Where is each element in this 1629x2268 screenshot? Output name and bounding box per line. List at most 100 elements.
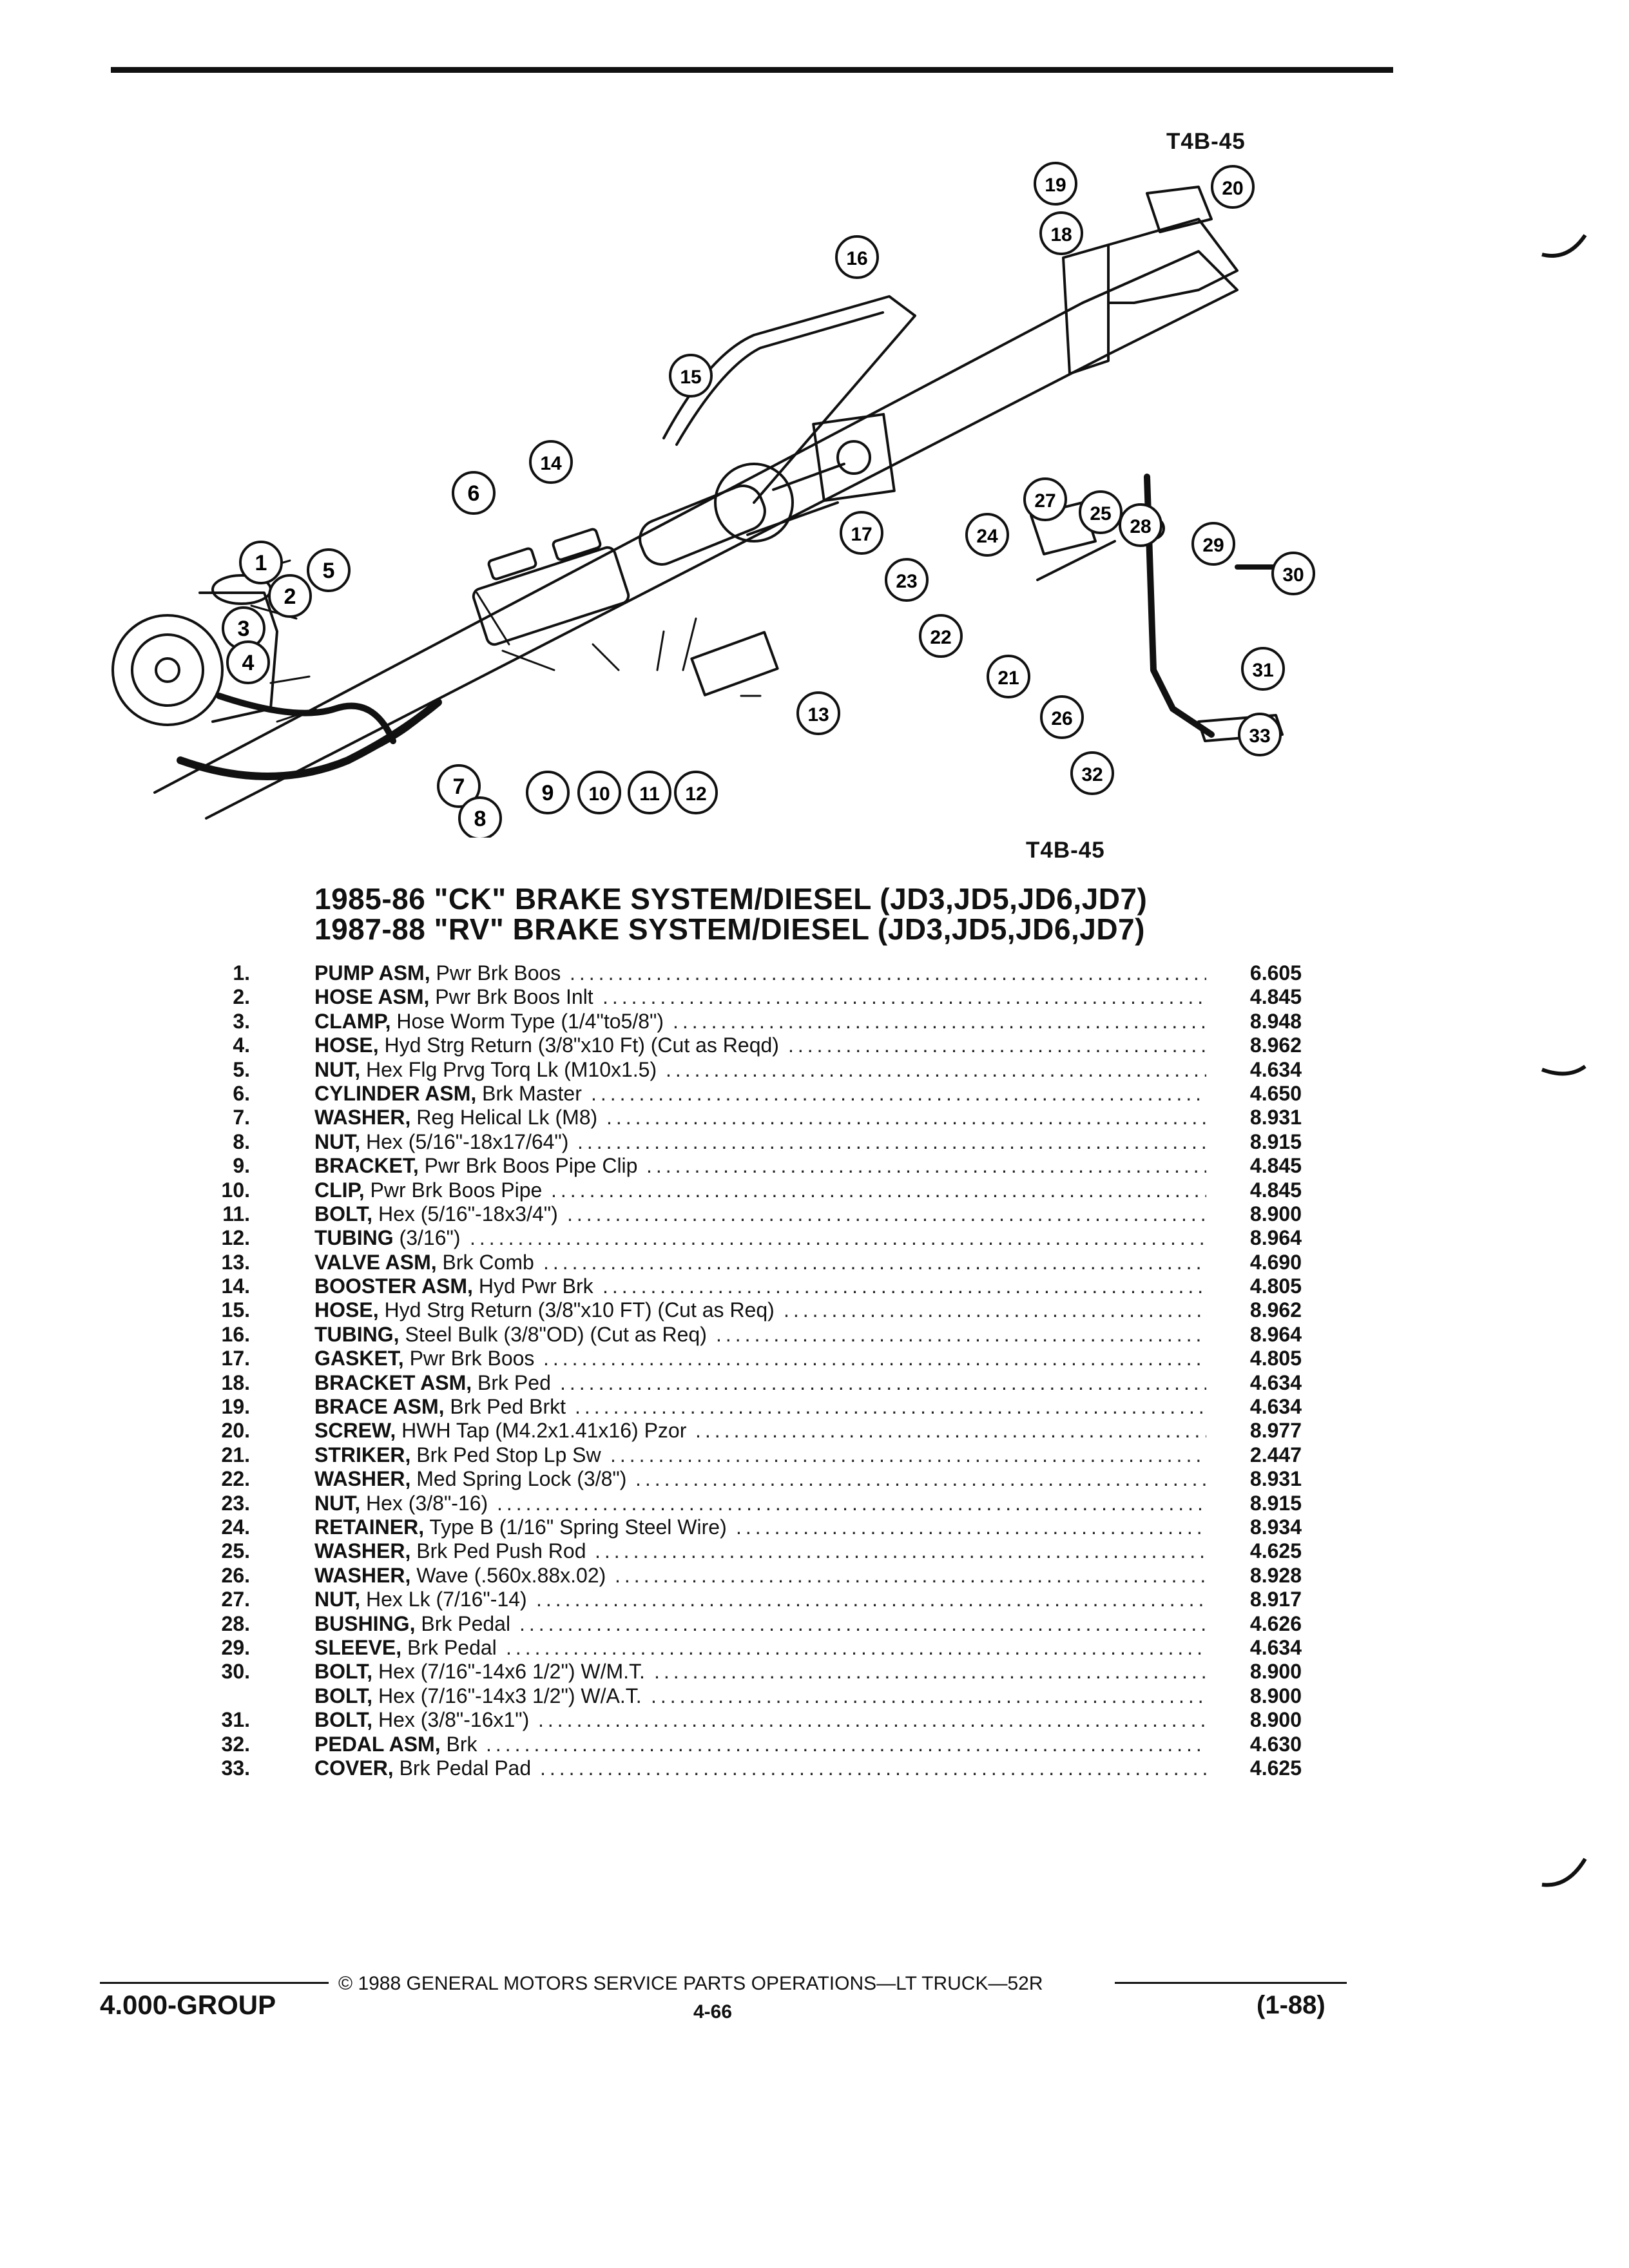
parts-row: 21.STRIKER, Brk Ped Stop Lp Sw..........… [193, 1443, 1302, 1467]
leader-dots: ........................................… [602, 1274, 1206, 1298]
leader-dots: ........................................… [666, 1057, 1206, 1081]
part-number: 5. [233, 1057, 250, 1081]
part-number: 16. [221, 1322, 250, 1346]
callout-13: 13 [796, 691, 840, 735]
callout-label: 15 [680, 367, 701, 388]
part-name: WASHER, [314, 1563, 411, 1587]
callout-33: 33 [1238, 713, 1282, 756]
part-group-code: 8.977 [1249, 1419, 1302, 1443]
callout-11: 11 [628, 771, 671, 814]
part-detail: Brk Master [476, 1081, 582, 1105]
section-title-rv: 1987-88 "RV" BRAKE SYSTEM/DIESEL (JD3,JD… [314, 912, 1145, 946]
part-name: RETAINER, [314, 1515, 425, 1539]
callout-label: 14 [540, 453, 562, 474]
part-number: 6. [233, 1081, 250, 1105]
leader-dots: ........................................… [570, 961, 1206, 985]
part-number: 22. [221, 1467, 250, 1491]
part-number: 32. [221, 1732, 250, 1756]
leader-dots: ........................................… [695, 1419, 1206, 1443]
part-name: NUT, [314, 1491, 361, 1515]
part-group-code: 8.917 [1249, 1588, 1302, 1611]
part-name: TUBING [314, 1226, 394, 1250]
part-name: BOLT, [314, 1660, 373, 1684]
part-number: 8. [233, 1129, 250, 1153]
part-detail: HWH Tap (M4.2x1.41x16) Pzor [396, 1419, 687, 1443]
part-name: HOSE, [314, 1033, 379, 1057]
callout-28: 28 [1119, 503, 1162, 547]
part-name: WASHER, [314, 1539, 411, 1563]
part-group-code: 8.915 [1249, 1129, 1302, 1153]
part-name: NUT, [314, 1057, 361, 1081]
part-number: 29. [221, 1635, 250, 1659]
callout-label: 9 [542, 781, 554, 805]
callout-label: 6 [468, 481, 480, 506]
part-description: COVER, Brk Pedal Pad [314, 1756, 531, 1780]
top-rule [111, 67, 1393, 73]
footer-copyright: © 1988 GENERAL MOTORS SERVICE PARTS OPER… [338, 1973, 1043, 1994]
leader-dots: ........................................… [615, 1563, 1206, 1587]
part-group-code: 4.634 [1249, 1370, 1302, 1394]
part-detail: Brk Pedal [415, 1611, 511, 1635]
part-number: 13. [221, 1250, 250, 1274]
callout-label: 32 [1081, 764, 1103, 785]
part-number: 28. [221, 1611, 250, 1635]
part-detail: Med Spring Lock (3/8") [410, 1467, 627, 1491]
part-number: 33. [221, 1756, 250, 1780]
parts-row: 20.SCREW, HWH Tap (M4.2x1.41x16) Pzor...… [193, 1419, 1302, 1443]
scan-edge-mark [1541, 234, 1587, 258]
part-group-code: 4.626 [1249, 1611, 1302, 1635]
part-name: COVER, [314, 1756, 394, 1780]
part-description: NUT, Hex (5/16"-18x17/64") [314, 1130, 568, 1154]
footer-date: (1-88) [1257, 1991, 1325, 2019]
part-group-code: 4.630 [1249, 1732, 1302, 1756]
part-name: WASHER, [314, 1467, 411, 1491]
part-detail: Hex (7/16"-14x3 1/2") W/A.T. [372, 1684, 642, 1707]
part-number: 3. [233, 1009, 250, 1033]
leader-dots: ........................................… [577, 1129, 1206, 1153]
part-detail: Brk Comb [436, 1250, 534, 1274]
part-name: CLIP, [314, 1178, 365, 1202]
part-name: HOSE ASM, [314, 985, 430, 1009]
part-description: TUBING (3/16") [314, 1226, 461, 1250]
part-detail: Brk Ped Stop Lp Sw [410, 1443, 601, 1466]
callout-20: 20 [1211, 165, 1255, 209]
callout-29: 29 [1191, 522, 1235, 566]
leader-dots: ........................................… [551, 1178, 1206, 1202]
leader-dots: ........................................… [540, 1756, 1206, 1780]
part-description: BOLT, Hex (3/8"-16x1") [314, 1708, 529, 1732]
parts-row: 7.WASHER, Reg Helical Lk (M8)...........… [193, 1106, 1302, 1129]
part-description: TUBING, Steel Bulk (3/8"OD) (Cut as Req) [314, 1323, 707, 1347]
part-name: STRIKER, [314, 1443, 411, 1466]
leader-dots: ........................................… [651, 1684, 1206, 1707]
leader-dots: ........................................… [606, 1106, 1206, 1129]
part-name: CLAMP, [314, 1009, 391, 1033]
callout-label: 3 [238, 617, 250, 641]
part-name: NUT, [314, 1588, 361, 1611]
part-description: BRACE ASM, Brk Ped Brkt [314, 1395, 566, 1419]
part-description: STRIKER, Brk Ped Stop Lp Sw [314, 1443, 601, 1467]
parts-row: 17.GASKET, Pwr Brk Boos.................… [193, 1347, 1302, 1370]
part-number: 23. [221, 1491, 250, 1515]
part-number: 30. [221, 1660, 250, 1684]
part-number: 14. [221, 1274, 250, 1298]
leader-dots: ........................................… [543, 1250, 1206, 1274]
part-detail: Hex (5/16"-18x3/4") [372, 1202, 558, 1225]
part-description: CLIP, Pwr Brk Boos Pipe [314, 1178, 542, 1202]
callout-12: 12 [674, 771, 718, 814]
leader-dots: ........................................… [595, 1539, 1206, 1563]
part-description: NUT, Hex (3/8"-16) [314, 1492, 488, 1515]
part-group-code: 4.634 [1249, 1057, 1302, 1081]
part-description: CYLINDER ASM, Brk Master [314, 1082, 582, 1106]
part-description: GASKET, Pwr Brk Boos [314, 1347, 534, 1370]
leader-dots: ........................................… [486, 1732, 1206, 1756]
parts-row: 15.HOSE, Hyd Strg Return (3/8"x10 FT) (C… [193, 1298, 1302, 1322]
part-description: WASHER, Brk Ped Push Rod [314, 1539, 586, 1563]
callout-label: 20 [1222, 178, 1243, 199]
part-number: 21. [221, 1443, 250, 1466]
callout-10: 10 [577, 771, 621, 814]
part-description: WASHER, Wave (.560x.88x.02) [314, 1564, 606, 1588]
leader-dots: ........................................… [543, 1347, 1206, 1370]
leader-dots: ........................................… [788, 1033, 1206, 1057]
part-detail: Wave (.560x.88x.02) [410, 1563, 606, 1587]
footer-rule-right [1115, 1982, 1347, 1984]
